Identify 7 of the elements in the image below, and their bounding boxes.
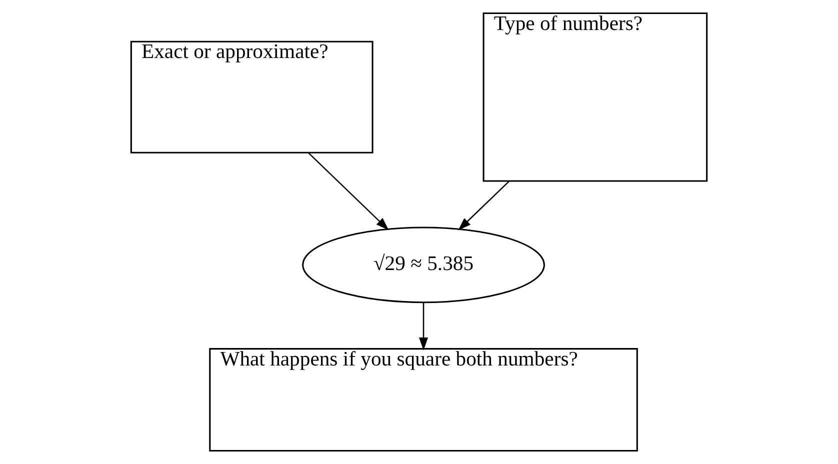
- arrow: [458, 180, 510, 230]
- arrow: [308, 152, 389, 230]
- node-box: Exact or approximate?: [130, 40, 374, 154]
- node-ellipse: √29 ≈ 5.385: [302, 226, 545, 304]
- node-box: What happens if you square both numbers?: [209, 348, 638, 452]
- arrow: [419, 302, 428, 350]
- node-box: Type of numbers?: [482, 12, 708, 182]
